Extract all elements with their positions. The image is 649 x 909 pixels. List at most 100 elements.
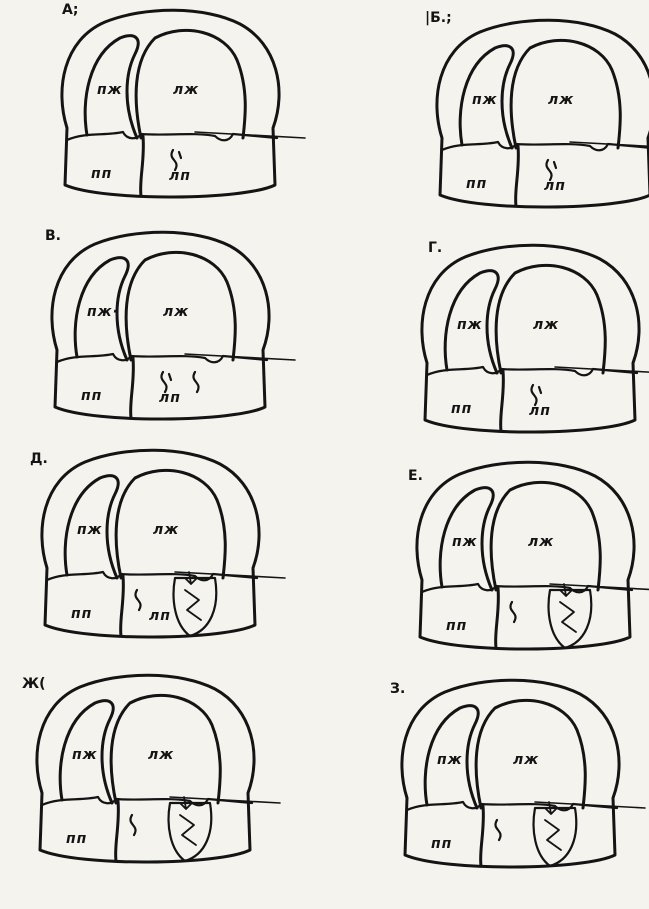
arrow-down-icon — [544, 801, 558, 815]
left-atrium-label: лп — [544, 178, 566, 194]
left-ventricle-label: лж — [548, 92, 574, 108]
axis-line — [554, 366, 649, 373]
right-ventricle-wall — [58, 699, 115, 805]
mitral-leaflet-icon — [129, 813, 137, 837]
mitral-leaflet-icon — [545, 158, 558, 182]
atrial-mass — [172, 576, 218, 638]
mass-texture — [544, 819, 562, 851]
mitral-leaflet-icon — [494, 818, 502, 842]
panel-letter: Ж( — [22, 676, 46, 692]
right-ventricle-wall — [458, 44, 515, 150]
axis-line — [174, 571, 286, 579]
right-ventricle-wall — [443, 269, 500, 375]
left-atrium-label: лп — [169, 168, 191, 184]
atrial-septum — [499, 369, 505, 433]
av-valve-plane — [65, 130, 279, 142]
heart-panel-g: Г. пж лж пп лп — [420, 240, 649, 434]
av-valve-plane — [440, 140, 649, 152]
mass-texture — [179, 814, 197, 846]
right-ventricle-label: пж — [77, 522, 103, 538]
av-valve-plane — [420, 582, 634, 594]
mitral-leaflet-icon — [509, 600, 517, 624]
right-atrium-label: пп — [71, 606, 92, 622]
left-ventricle-label: лж — [173, 82, 199, 98]
arrow-down-icon — [559, 583, 573, 597]
right-ventricle-label: пж — [457, 317, 483, 333]
heart-outline — [60, 8, 281, 199]
heart-outline — [420, 243, 641, 434]
atrial-mass — [547, 588, 593, 650]
right-ventricle-label: пж — [452, 534, 478, 550]
right-ventricle-wall — [73, 256, 130, 362]
left-ventricle-wall — [509, 38, 622, 150]
heart-panel-a: А; пж лж пп лп — [60, 2, 306, 199]
right-atrium-label: пп — [431, 836, 452, 852]
heart-outline — [40, 448, 261, 639]
left-ventricle-wall — [494, 263, 607, 375]
axis-line — [169, 796, 281, 804]
mitral-leaflet-icon — [134, 588, 142, 612]
av-valve-plane — [405, 800, 619, 812]
atrial-septum — [514, 144, 520, 208]
right-atrium-label: пп — [91, 166, 112, 182]
left-ventricle-wall — [109, 693, 222, 805]
left-ventricle-wall — [134, 28, 247, 140]
left-ventricle-label: лж — [148, 747, 174, 763]
atrial-mass — [167, 801, 213, 863]
atrial-septum — [129, 356, 135, 420]
panel-letter: А; — [62, 2, 78, 18]
right-ventricle-label: пж — [72, 747, 98, 763]
right-atrium-label: пп — [466, 176, 487, 192]
right-atrium-label: пп — [446, 618, 467, 634]
left-atrium-label: лп — [529, 403, 551, 419]
right-ventricle-label: пж — [437, 752, 463, 768]
panel-letter: Д. — [30, 451, 48, 467]
atrial-septum — [479, 804, 485, 868]
heart-outline — [35, 673, 256, 864]
panel-letter: Г. — [428, 240, 442, 256]
left-ventricle-label: лж — [513, 752, 539, 768]
atrial-septum — [119, 574, 125, 638]
atrial-septum — [494, 586, 500, 650]
atrial-mass — [532, 806, 578, 868]
right-ventricle-wall — [423, 704, 480, 810]
left-ventricle-wall — [114, 468, 227, 580]
heart-panel-e: Е. пж лж пп — [408, 460, 649, 651]
atrial-septum — [139, 134, 145, 198]
right-ventricle-wall — [83, 34, 140, 140]
right-atrium-label: пп — [81, 388, 102, 404]
heart-outline — [400, 678, 621, 869]
right-ventricle-label: пж — [97, 82, 123, 98]
heart-panel-z: З. пж лж пп — [390, 678, 646, 869]
atrial-septum — [114, 799, 120, 863]
axis-line — [534, 801, 646, 809]
axis-line — [184, 353, 296, 361]
panel-letter: З. — [390, 681, 405, 697]
panel-letter: Е. — [408, 468, 423, 484]
right-ventricle-label: пж· — [87, 304, 119, 320]
right-atrium-label: пп — [451, 401, 472, 417]
heart-outline — [50, 230, 271, 421]
panel-letter: В. — [45, 228, 61, 244]
mitral-leaflet-icon — [530, 383, 543, 407]
mitral-leaflet-icon — [192, 370, 200, 394]
av-valve-plane — [55, 352, 269, 364]
left-ventricle-wall — [474, 698, 587, 810]
left-ventricle-wall — [124, 250, 237, 362]
mass-texture — [184, 589, 202, 621]
left-ventricle-label: лж — [533, 317, 559, 333]
axis-line — [569, 141, 649, 148]
arrow-down-icon — [179, 796, 193, 810]
panel-letter: |Б.; — [425, 10, 452, 26]
left-ventricle-label: лж — [153, 522, 179, 538]
left-atrium-label: лп — [159, 390, 181, 406]
left-ventricle-label: лж — [528, 534, 554, 550]
mass-texture — [559, 601, 577, 633]
mitral-leaflet-icon — [160, 370, 173, 394]
heart-outline — [435, 18, 649, 209]
av-valve-plane — [425, 365, 639, 377]
